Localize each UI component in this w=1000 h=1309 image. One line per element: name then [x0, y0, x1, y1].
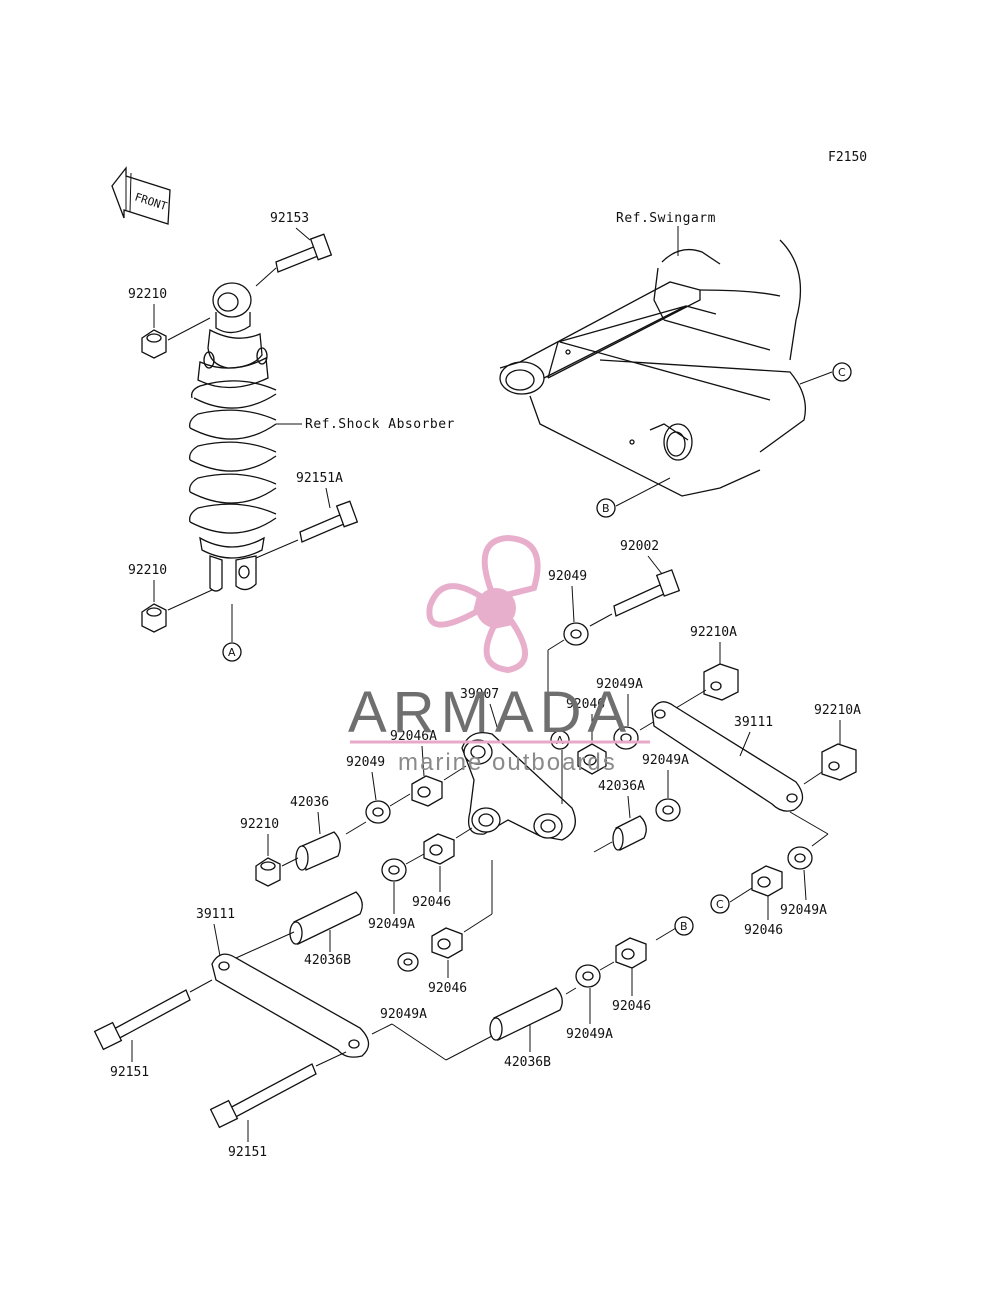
bearing-92046-5 — [615, 937, 647, 969]
bolt-92002 — [613, 569, 681, 617]
label-92049A-3: 92049A — [368, 917, 415, 932]
callout-b-link: B — [680, 920, 688, 933]
label-42036: 42036 — [290, 795, 329, 810]
nut-92210-top — [141, 317, 211, 359]
ref-swingarm: Ref.Swingarm — [616, 211, 716, 226]
callout-b-swingarm: B — [602, 502, 610, 515]
front-arrow-icon: FRONT — [111, 166, 171, 225]
washer-92049A-small — [397, 952, 419, 972]
label-92210-top: 92210 — [128, 287, 167, 302]
diagram-code: F2150 — [828, 150, 867, 165]
nut-92210A-1 — [703, 663, 739, 701]
rocker-39007 — [461, 731, 576, 841]
label-92151A: 92151A — [296, 471, 343, 486]
label-92049A-2: 92049A — [642, 753, 689, 768]
watermark-tagline: marine outboards — [398, 749, 617, 776]
label-42036B-1: 42036B — [304, 953, 351, 968]
nut-92210A-2 — [821, 743, 857, 781]
label-92002: 92002 — [620, 539, 659, 554]
washer-92049A-2 — [655, 798, 681, 822]
label-92046-3: 92046 — [744, 923, 783, 938]
bolt-92151A — [255, 500, 359, 559]
label-92049A-6: 92049A — [380, 1007, 427, 1022]
armada-logo-icon — [426, 534, 541, 674]
ref-shock-absorber: Ref.Shock Absorber — [305, 417, 455, 432]
label-39111-right: 39111 — [734, 715, 773, 730]
washer-92049A-5 — [575, 964, 601, 988]
shock-absorber — [189, 282, 277, 592]
collar-42036A — [612, 815, 647, 851]
label-39111-left: 39111 — [196, 907, 235, 922]
bolt-92151-2 — [209, 1051, 347, 1129]
label-42036B-2: 42036B — [504, 1055, 551, 1070]
label-92210-low: 92210 — [240, 817, 279, 832]
label-92049A-1: 92049A — [596, 677, 643, 692]
label-92049-left: 92049 — [346, 755, 385, 770]
label-92210A-1: 92210A — [690, 625, 737, 640]
collar-42036B-1 — [289, 891, 363, 945]
callout-c-link: C — [716, 898, 724, 911]
label-92049A-4: 92049A — [780, 903, 827, 918]
bolt-92153 — [255, 233, 333, 287]
bearing-92046A — [411, 775, 443, 807]
link-39111-left — [211, 953, 370, 1058]
callout-a-shock: A — [228, 646, 236, 659]
label-39007: 39007 — [460, 687, 499, 702]
nut-92210-low — [255, 857, 281, 887]
bearing-92046-3 — [751, 865, 783, 897]
label-92046-5: 92046 — [612, 999, 651, 1014]
label-92210A-2: 92210A — [814, 703, 861, 718]
label-92210-mid: 92210 — [128, 563, 167, 578]
label-92151-1: 92151 — [110, 1065, 149, 1080]
bearing-92046-2 — [423, 833, 455, 865]
callout-c-swingarm: C — [838, 366, 846, 379]
collar-42036B-2 — [489, 987, 563, 1041]
washer-92049A-3 — [381, 858, 407, 882]
collar-42036 — [295, 831, 341, 871]
label-92046A: 92046A — [390, 729, 437, 744]
bolt-92151-1 — [93, 979, 213, 1051]
watermark-brand: ARMADA — [348, 680, 632, 745]
label-92046-4: 92046 — [428, 981, 467, 996]
label-42036A: 42036A — [598, 779, 645, 794]
nut-92210-mid — [141, 589, 213, 633]
label-92049A-5: 92049A — [566, 1027, 613, 1042]
washer-92049A-4 — [787, 846, 813, 870]
swingarm-outline — [499, 239, 807, 497]
link-39111-right — [651, 701, 804, 812]
washer-92049-top — [563, 622, 589, 646]
label-92049-top: 92049 — [548, 569, 587, 584]
label-92046-2: 92046 — [412, 895, 451, 910]
label-92151-2: 92151 — [228, 1145, 267, 1160]
label-92153: 92153 — [270, 211, 309, 226]
washer-92049-left — [365, 800, 391, 824]
bearing-92046-4 — [431, 927, 463, 959]
label-92046-1: 92046 — [566, 697, 605, 712]
